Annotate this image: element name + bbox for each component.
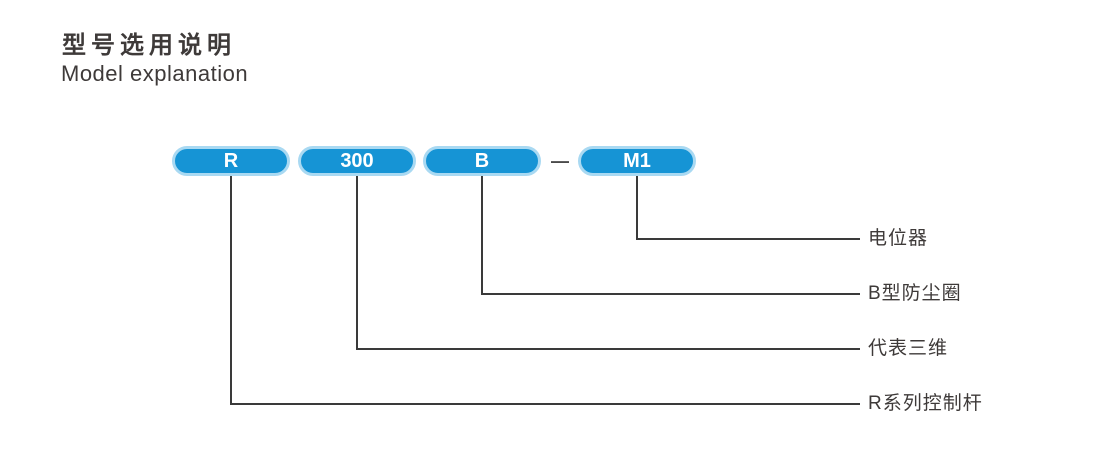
model-segment-dimension: 300 bbox=[298, 146, 416, 176]
connector-horizontal-dimension bbox=[356, 348, 860, 350]
connector-vertical-potentiometer bbox=[636, 176, 638, 240]
model-segment-series: R bbox=[172, 146, 290, 176]
callout-label-series: R系列控制杆 bbox=[868, 393, 983, 414]
connector-vertical-series bbox=[230, 176, 232, 405]
page-title-english: Model explanation bbox=[61, 61, 249, 86]
model-segment-dustring: B bbox=[423, 146, 541, 176]
callout-label-potentiometer: 电位器 bbox=[868, 228, 929, 249]
page-title-chinese: 型号选用说明 bbox=[62, 32, 236, 59]
model-code-dash: — bbox=[551, 150, 569, 171]
model-segment-potentiometer: M1 bbox=[578, 146, 696, 176]
connector-horizontal-potentiometer bbox=[636, 238, 860, 240]
connector-horizontal-dustring bbox=[481, 293, 860, 295]
connector-horizontal-series bbox=[230, 403, 860, 405]
callout-label-dimension: 代表三维 bbox=[868, 338, 949, 359]
callout-label-dustring: B型防尘圈 bbox=[868, 283, 962, 304]
connector-vertical-dustring bbox=[481, 176, 483, 295]
connector-vertical-dimension bbox=[356, 176, 358, 350]
